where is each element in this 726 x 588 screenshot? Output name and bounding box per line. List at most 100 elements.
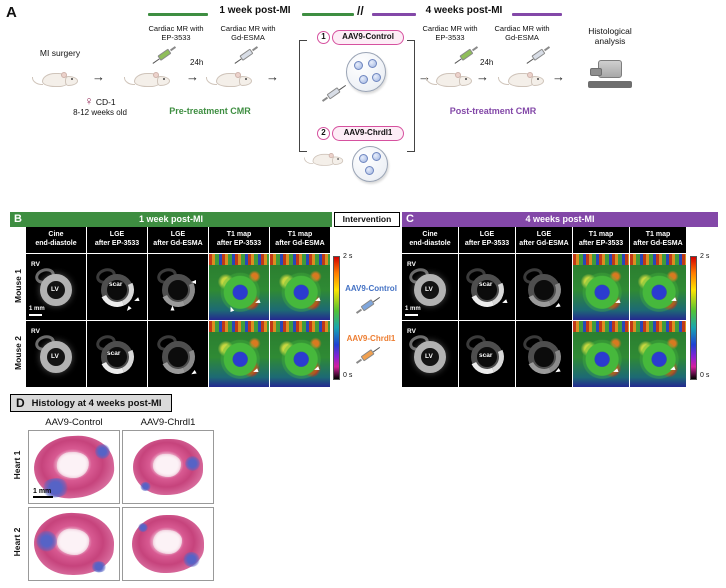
column-header-t1-ep: T1 map after EP-3533: [209, 227, 269, 253]
histology-image-heart1-chrdl1: [122, 430, 214, 504]
mri-image-cine-c-mouse2: RV LV: [402, 321, 458, 387]
timeline-week1-bar-left: [148, 13, 208, 16]
arrowhead-icon: [554, 368, 561, 374]
colorbar-b-min-label: 0 s: [343, 372, 353, 379]
panel-c-grid: Cine end-diastole LGE after EP-3533 LGE …: [402, 227, 686, 387]
female-icon: ♀: [84, 94, 94, 108]
microtome-icon: [588, 58, 632, 88]
syringe-barrel: [326, 87, 341, 100]
lv-ring: [40, 340, 72, 373]
lv-label: LV: [51, 353, 59, 360]
colorbar-c-min-label: 0 s: [700, 372, 710, 379]
mouse-ear: [235, 72, 241, 78]
arrowhead-icon: [501, 299, 508, 305]
arrow-icon: →: [92, 69, 105, 84]
rv-label: RV: [31, 328, 40, 335]
virus-dish-icon: [346, 52, 386, 92]
syringe-needle: [372, 296, 380, 302]
mouse-icon: [426, 68, 472, 90]
lv-label: LV: [51, 286, 59, 293]
column-header-cine: Cine end-diastole: [26, 227, 86, 253]
interval-24h-pre-label: 24h: [190, 58, 204, 67]
option-2-badge: 2: [317, 127, 330, 140]
mri-image-t1-ep-c-mouse1: [573, 254, 629, 320]
virus-dish-icon: [352, 146, 388, 182]
lv-label: LV: [425, 353, 433, 360]
mri-image-lge-ep-c-mouse2: scar: [459, 321, 515, 387]
mouse-tail: [426, 77, 437, 85]
mri-image-t1-ep-c-mouse2: [573, 321, 629, 387]
colorbar-b: [333, 256, 340, 380]
histology-image-heart1-control: 1 mm: [28, 430, 120, 504]
syringe-plunger: [471, 46, 479, 52]
arrowhead-icon: [191, 280, 196, 284]
panel-b-label: B: [14, 213, 22, 225]
mouse-ear: [61, 72, 67, 78]
lv-ring: [162, 340, 194, 373]
arrowhead-icon: [170, 305, 175, 311]
lv-ring: [101, 273, 133, 306]
lv-ring: [528, 273, 560, 306]
arrow-icon: →: [266, 69, 279, 84]
arrowhead-icon: [125, 305, 132, 313]
collagen-scar-region: [184, 455, 201, 472]
cmr-gdesma-pre-label: Cardiac MR with Gd-ESMA: [220, 24, 276, 42]
arrowhead-icon: [313, 366, 320, 372]
cmr-ep3533-post-label: Cardiac MR with EP-3533: [422, 24, 478, 42]
lv-ring: [471, 340, 503, 373]
intervention-chrdl1-label: AAV9-Chrdl1: [346, 334, 396, 343]
mi-surgery-label: MI surgery: [39, 48, 81, 58]
histological-analysis-label: Histological analysis: [588, 26, 632, 47]
branch-bracket-right: [407, 40, 415, 152]
scar-label: scar: [107, 350, 121, 357]
lv-ring: [162, 273, 194, 306]
colorbar-b-max-label: 2 s: [343, 253, 353, 260]
column-header-t1-gd: T1 map after Gd-ESMA: [270, 227, 330, 253]
column-header-lge-ep: LGE after EP-3533: [87, 227, 147, 253]
histology-image-heart2-chrdl1: [122, 507, 214, 581]
syringe-plunger: [169, 46, 177, 52]
syringe-barrel: [239, 48, 254, 61]
arrowhead-icon: [314, 297, 321, 303]
panel-b-title: 1 week post-MI: [138, 214, 203, 224]
mouse-eye: [245, 78, 247, 80]
strain-label: CD-1: [95, 97, 116, 107]
arrowhead-icon: [254, 299, 261, 305]
timeline-week1-bar-right: [302, 13, 354, 16]
mouse-icon: [32, 68, 78, 90]
mri-image-lge-gd-c-mouse1: [516, 254, 572, 320]
mouse-head: [239, 76, 252, 86]
arrowhead-icon: [612, 368, 619, 374]
arrowhead-icon: [252, 368, 259, 374]
timeline-week1-label: 1 week post-MI: [219, 5, 291, 16]
mouse-head: [531, 76, 544, 86]
arrowhead-icon: [190, 370, 197, 376]
mri-image-t1-gd-b-mouse2: [270, 321, 330, 387]
mri-image-t1-gd-c-mouse1: [630, 254, 686, 320]
option-1-badge: 1: [317, 31, 330, 44]
histology-image-heart2-control: [28, 507, 120, 581]
row-label-mouse-2: Mouse 2: [13, 336, 23, 371]
intervention-control-label: AAV9-Control: [345, 284, 397, 293]
arrow-icon: →: [186, 69, 199, 84]
scale-label: 1 mm: [29, 306, 45, 312]
mouse-eye: [337, 158, 339, 160]
strain-block: ♀ CD-1 8-12 weeks old: [52, 94, 148, 117]
interval-24h-post-label: 24h: [480, 58, 494, 67]
virus-icon: [372, 73, 381, 82]
histology-col-control-label: AAV9-Control: [45, 417, 103, 428]
virus-icon: [372, 152, 381, 161]
mouse-head: [459, 76, 472, 86]
option-1-box: AAV9-Control: [332, 30, 404, 45]
syringe-needle: [372, 346, 380, 352]
syringe-gdesma-icon: [232, 43, 261, 67]
rv-label: RV: [31, 261, 40, 268]
syringe-barrel: [360, 299, 375, 312]
heart-section: [132, 515, 204, 573]
syringe-control-icon: [354, 293, 383, 317]
syringe-plunger: [355, 358, 363, 364]
syringe-chrdl1-icon: [354, 343, 383, 367]
virus-icon: [368, 59, 377, 68]
intervention-header: Intervention: [334, 212, 400, 227]
panel-b-header: B 1 week post-MI: [10, 212, 332, 227]
